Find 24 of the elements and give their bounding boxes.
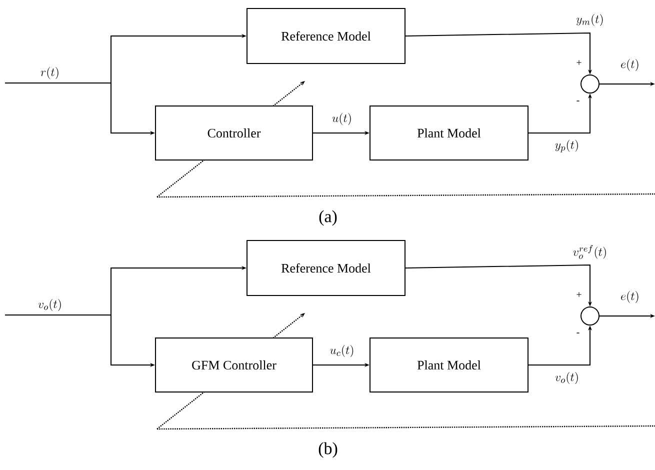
signal-label: $y_m(t)$ — [575, 13, 605, 27]
signal-label: $e(t)$ — [620, 58, 640, 72]
block-box: Reference Model — [246, 240, 406, 296]
signal-label: $u(t)$ — [330, 112, 354, 126]
summing-junction — [580, 306, 600, 326]
sign-label: - — [576, 100, 580, 102]
block-box: GFM Controller — [155, 337, 313, 392]
block-box: Reference Model — [246, 8, 406, 64]
signal-label: $e(t)$ — [620, 290, 640, 304]
panel-label: (a) — [319, 210, 337, 226]
signal-label: $v_o(t)$ — [554, 370, 580, 385]
panel-label: (b) — [318, 442, 338, 458]
block-box: Controller — [155, 105, 313, 160]
signal-label: $v_o^{ref}(t)$ — [572, 244, 608, 260]
sign-label: + — [576, 292, 582, 297]
sign-label: + — [576, 60, 582, 65]
signal-label: $v_o(t)$ — [37, 298, 64, 312]
signal-label: $u_c(t)$ — [328, 344, 356, 358]
signal-label: $y_p(t)$ — [554, 138, 580, 154]
block-box: Plant Model — [370, 105, 528, 160]
block-box: Plant Model — [370, 337, 528, 392]
summing-junction — [580, 74, 600, 94]
signal-label: $r(t)$ — [40, 66, 60, 80]
sign-label: - — [576, 332, 580, 334]
